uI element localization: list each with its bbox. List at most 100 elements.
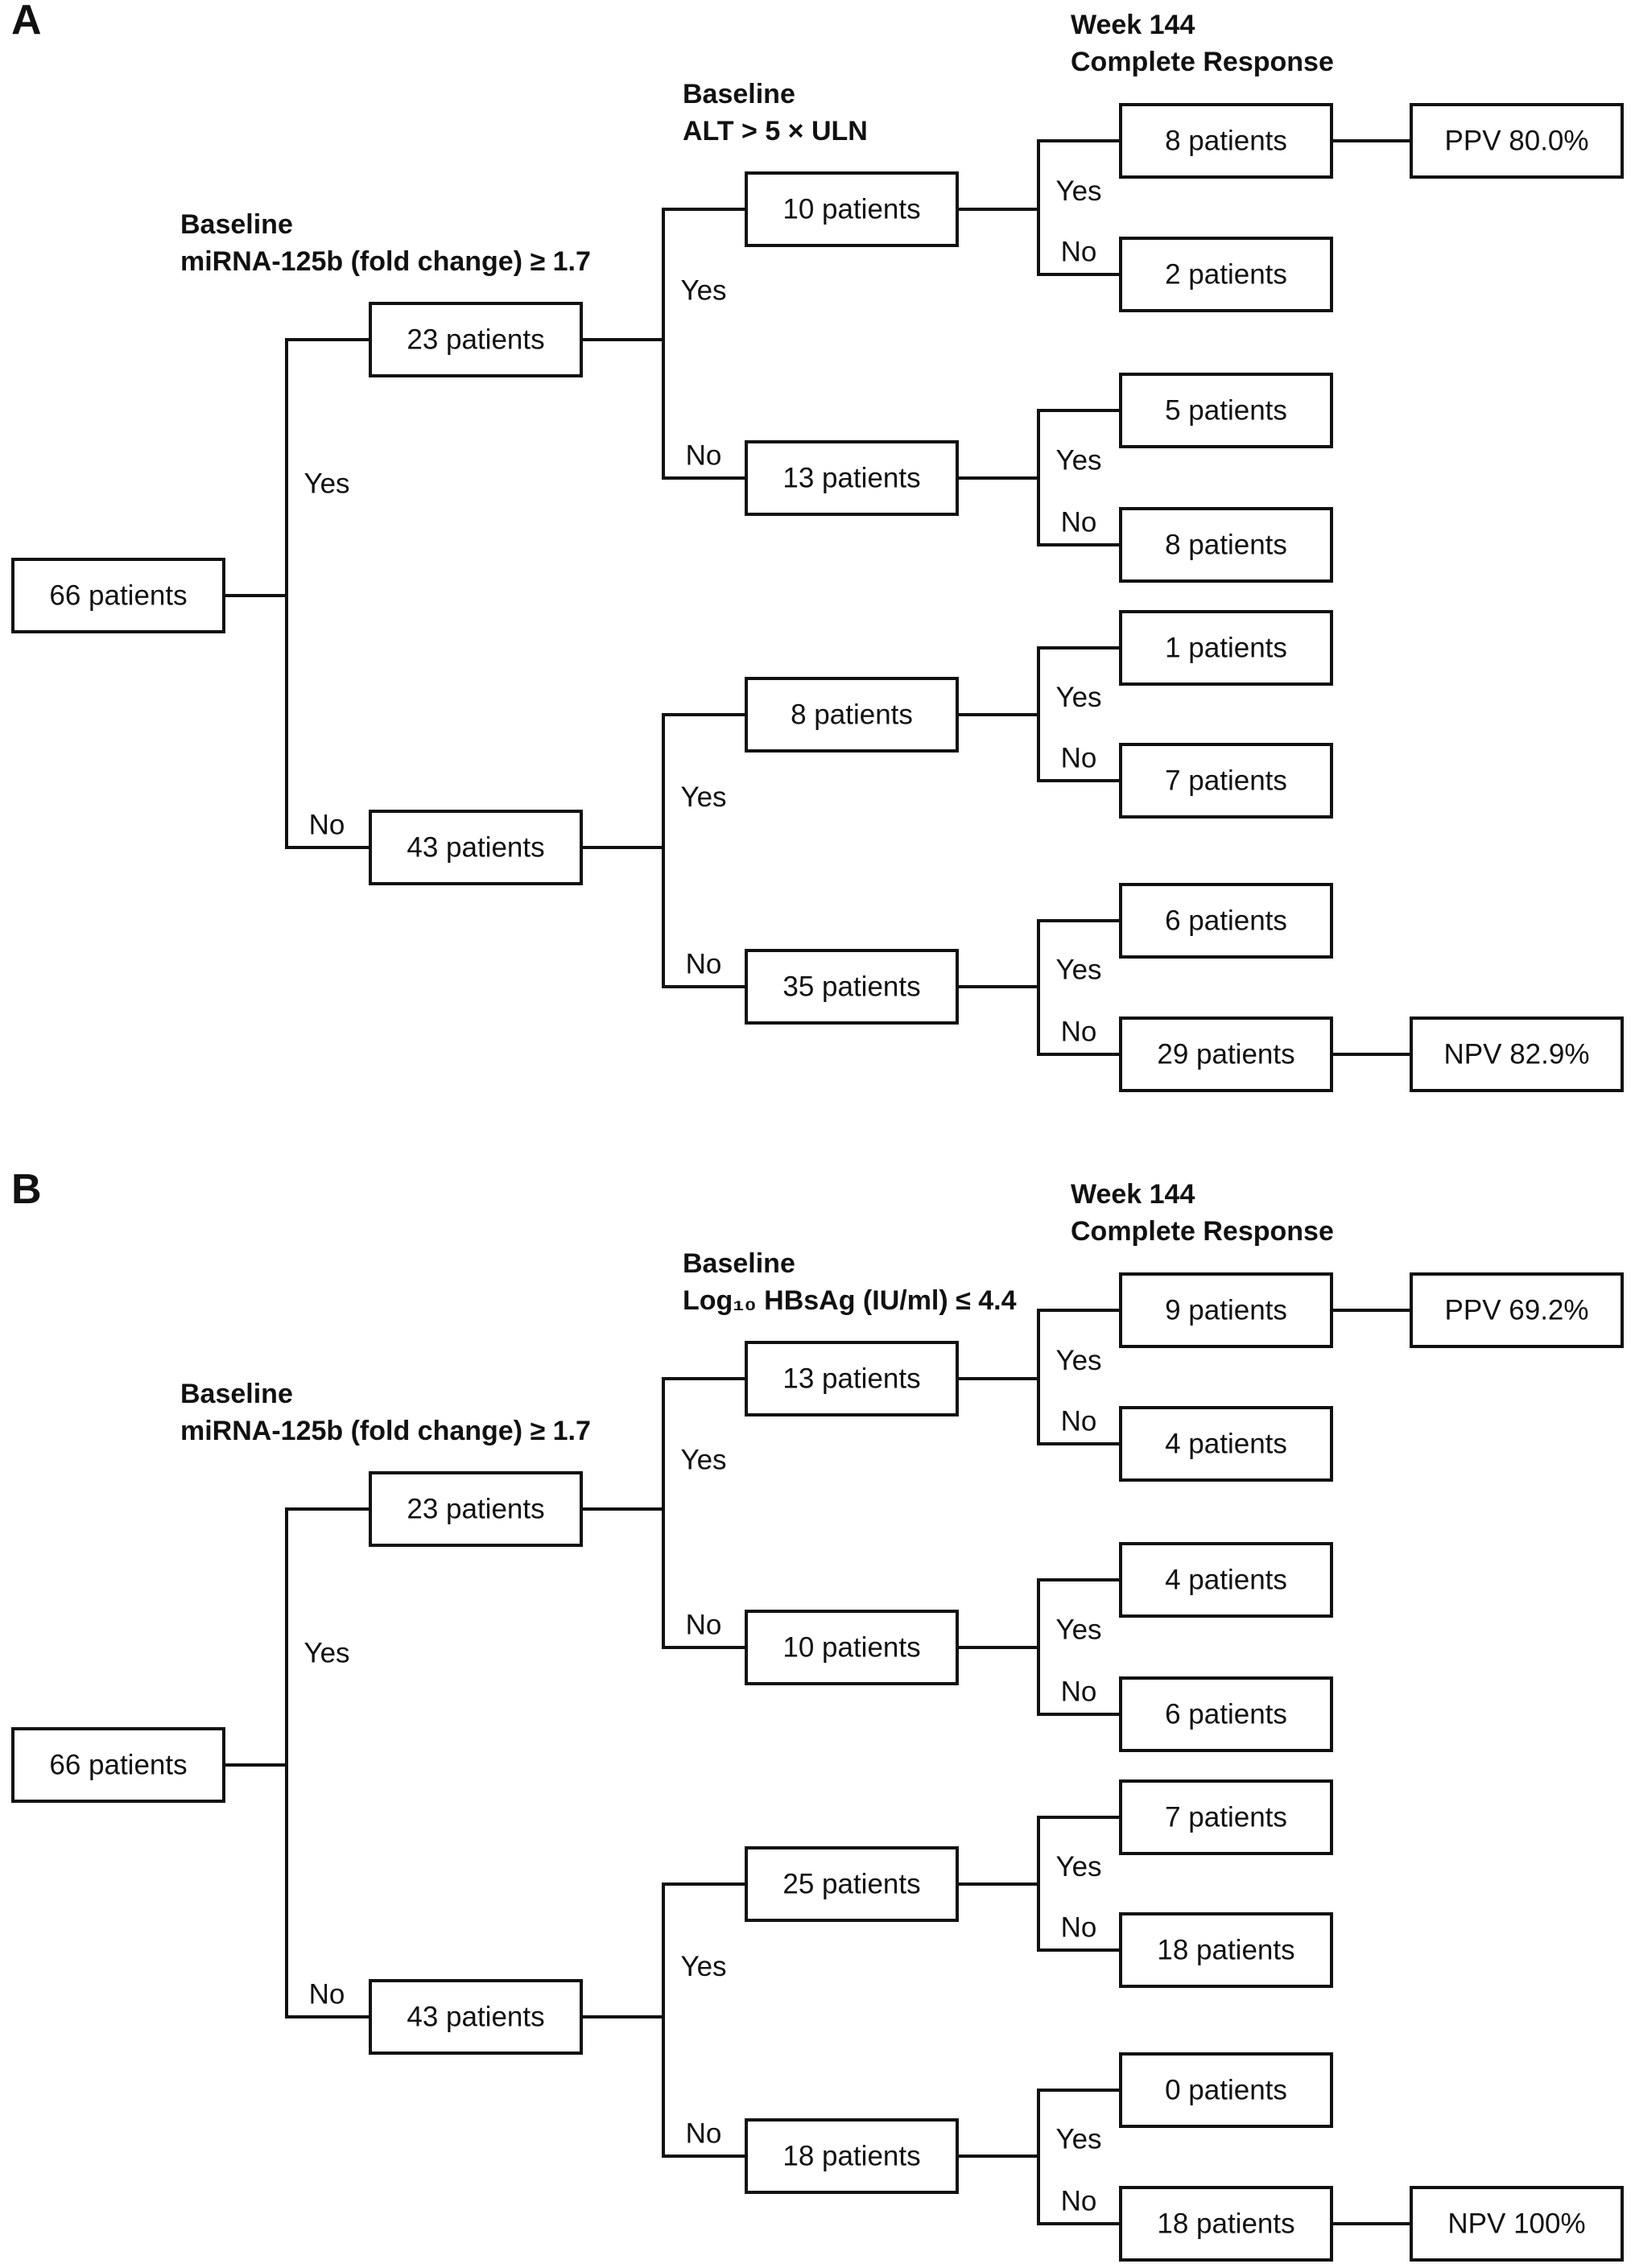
root-node: 66 patients — [49, 1750, 187, 1781]
outcome-node: 18 patients — [1157, 2208, 1294, 2240]
l1-branch-1-no-label: No — [686, 2118, 722, 2150]
outcome-node-box — [1119, 1272, 1333, 1348]
outcome-node-box — [1119, 1016, 1333, 1092]
ppv-node-box — [1410, 103, 1624, 179]
outcome-node-box — [1119, 743, 1333, 819]
outcome-node: 6 patients — [1165, 905, 1287, 937]
l2-branch-2-no-label: No — [1061, 743, 1097, 774]
panel-label: A — [11, 0, 42, 43]
root-node-box — [11, 558, 225, 633]
l2-branch-3-yes-label: Yes — [1055, 2124, 1101, 2155]
outcome-node-box — [1119, 1542, 1333, 1618]
root-node-box — [11, 1727, 225, 1803]
outcome-node: 8 patients — [1165, 126, 1287, 157]
outcome-node-box — [1119, 883, 1333, 959]
header-h3-line-1: Week 144 — [1071, 10, 1195, 40]
level2-node-box — [745, 1610, 959, 1685]
ppv-node: PPV 69.2% — [1445, 1295, 1589, 1326]
outcome-node-box — [1119, 2052, 1333, 2128]
l2-branch-1-no-label: No — [1061, 507, 1097, 538]
outcome-node: 6 patients — [1165, 1699, 1287, 1730]
outcome-node: 9 patients — [1165, 1295, 1287, 1326]
level1-node-box — [369, 302, 583, 377]
l1-branch-0-no-label: No — [686, 1610, 722, 1641]
root-branch-yes-label: Yes — [303, 468, 349, 500]
ppv-node-box — [1410, 1272, 1624, 1348]
l2-branch-0-yes-label: Yes — [1055, 1345, 1101, 1376]
header-h1-line-2: miRNA-125b (fold change) ≥ 1.7 — [180, 246, 591, 277]
outcome-node-box — [1119, 237, 1333, 312]
l2-branch-2-yes-label: Yes — [1055, 682, 1101, 713]
header-h3-line-2: Complete Response — [1071, 1216, 1334, 1247]
outcome-node: 7 patients — [1165, 1802, 1287, 1833]
level2-node: 10 patients — [782, 194, 920, 225]
root-node: 66 patients — [49, 580, 187, 612]
outcome-node: 5 patients — [1165, 395, 1287, 427]
header-h2-line-2: Log₁₀ HBsAg (IU/ml) ≤ 4.4 — [683, 1285, 1017, 1316]
l2-branch-2-no-label: No — [1061, 1912, 1097, 1944]
ppv-node: PPV 80.0% — [1445, 126, 1589, 157]
npv-node: NPV 100% — [1447, 2208, 1585, 2240]
l2-branch-2-yes-label: Yes — [1055, 1851, 1101, 1882]
l2-branch-1-yes-label: Yes — [1055, 445, 1101, 476]
outcome-node-box — [1119, 610, 1333, 686]
level1-node-box — [369, 1471, 583, 1547]
npv-node-box — [1410, 2186, 1624, 2262]
level1-node-box — [369, 810, 583, 885]
outcome-node: 8 patients — [1165, 530, 1287, 561]
level2-node-box — [745, 949, 959, 1025]
outcome-node-box — [1119, 1676, 1333, 1752]
header-h2-line-1: Baseline — [683, 1248, 795, 1279]
level2-node: 13 patients — [782, 463, 920, 494]
l1-branch-1-yes-label: Yes — [680, 781, 726, 813]
level1-node: 23 patients — [407, 1494, 544, 1525]
outcome-node: 2 patients — [1165, 259, 1287, 291]
level1-node-box — [369, 1979, 583, 2055]
level2-node: 8 patients — [791, 699, 913, 731]
l2-branch-3-no-label: No — [1061, 1016, 1097, 1048]
l1-branch-0-no-label: No — [686, 440, 722, 472]
panel-label: B — [11, 1166, 42, 1213]
header-h2-line-1: Baseline — [683, 79, 795, 109]
l2-branch-3-yes-label: Yes — [1055, 955, 1101, 986]
outcome-node: 0 patients — [1165, 2075, 1287, 2106]
outcome-node: 29 patients — [1157, 1039, 1294, 1070]
l2-branch-1-no-label: No — [1061, 1676, 1097, 1708]
outcome-node-box — [1119, 2186, 1333, 2262]
level2-node: 13 patients — [782, 1363, 920, 1395]
root-branch-yes-label: Yes — [303, 1638, 349, 1669]
header-h1-line-2: miRNA-125b (fold change) ≥ 1.7 — [180, 1416, 591, 1446]
l1-branch-0-yes-label: Yes — [680, 275, 726, 307]
header-h3-line-1: Week 144 — [1071, 1179, 1195, 1210]
npv-node-box — [1410, 1016, 1624, 1092]
level2-node: 35 patients — [782, 971, 920, 1003]
level1-node: 23 patients — [407, 324, 544, 356]
npv-node: NPV 82.9% — [1444, 1039, 1590, 1070]
outcome-node-box — [1119, 1912, 1333, 1988]
level2-node-box — [745, 440, 959, 516]
outcome-node: 1 patients — [1165, 633, 1287, 664]
panel-a: A Baseline miRNA-125b (fold change) ≥ 1.7 B… — [11, 0, 1624, 1092]
l2-branch-3-no-label: No — [1061, 2186, 1097, 2217]
root-branch-no-label: No — [309, 810, 345, 841]
outcome-node-box — [1119, 103, 1333, 179]
level1-node: 43 patients — [407, 832, 544, 864]
level2-node-box — [745, 1846, 959, 1922]
root-branch-no-label: No — [309, 1979, 345, 2010]
outcome-node-box — [1119, 507, 1333, 583]
level1-node: 43 patients — [407, 2002, 544, 2033]
header-h1-line-1: Baseline — [180, 209, 293, 240]
outcome-node: 7 patients — [1165, 765, 1287, 797]
outcome-node-box — [1119, 1779, 1333, 1855]
level2-node-box — [745, 2118, 959, 2194]
panel-b: B Baseline miRNA-125b (fold change) ≥ 1.7 B… — [11, 1166, 1624, 2262]
level2-node: 25 patients — [782, 1869, 920, 1900]
header-h1-line-1: Baseline — [180, 1379, 293, 1409]
outcome-node: 4 patients — [1165, 1565, 1287, 1596]
l2-branch-0-no-label: No — [1061, 1406, 1097, 1437]
level2-node: 10 patients — [782, 1632, 920, 1664]
level2-node-box — [745, 677, 959, 753]
header-h2-line-2: ALT > 5 × ULN — [683, 116, 868, 146]
level2-node: 18 patients — [782, 2141, 920, 2172]
